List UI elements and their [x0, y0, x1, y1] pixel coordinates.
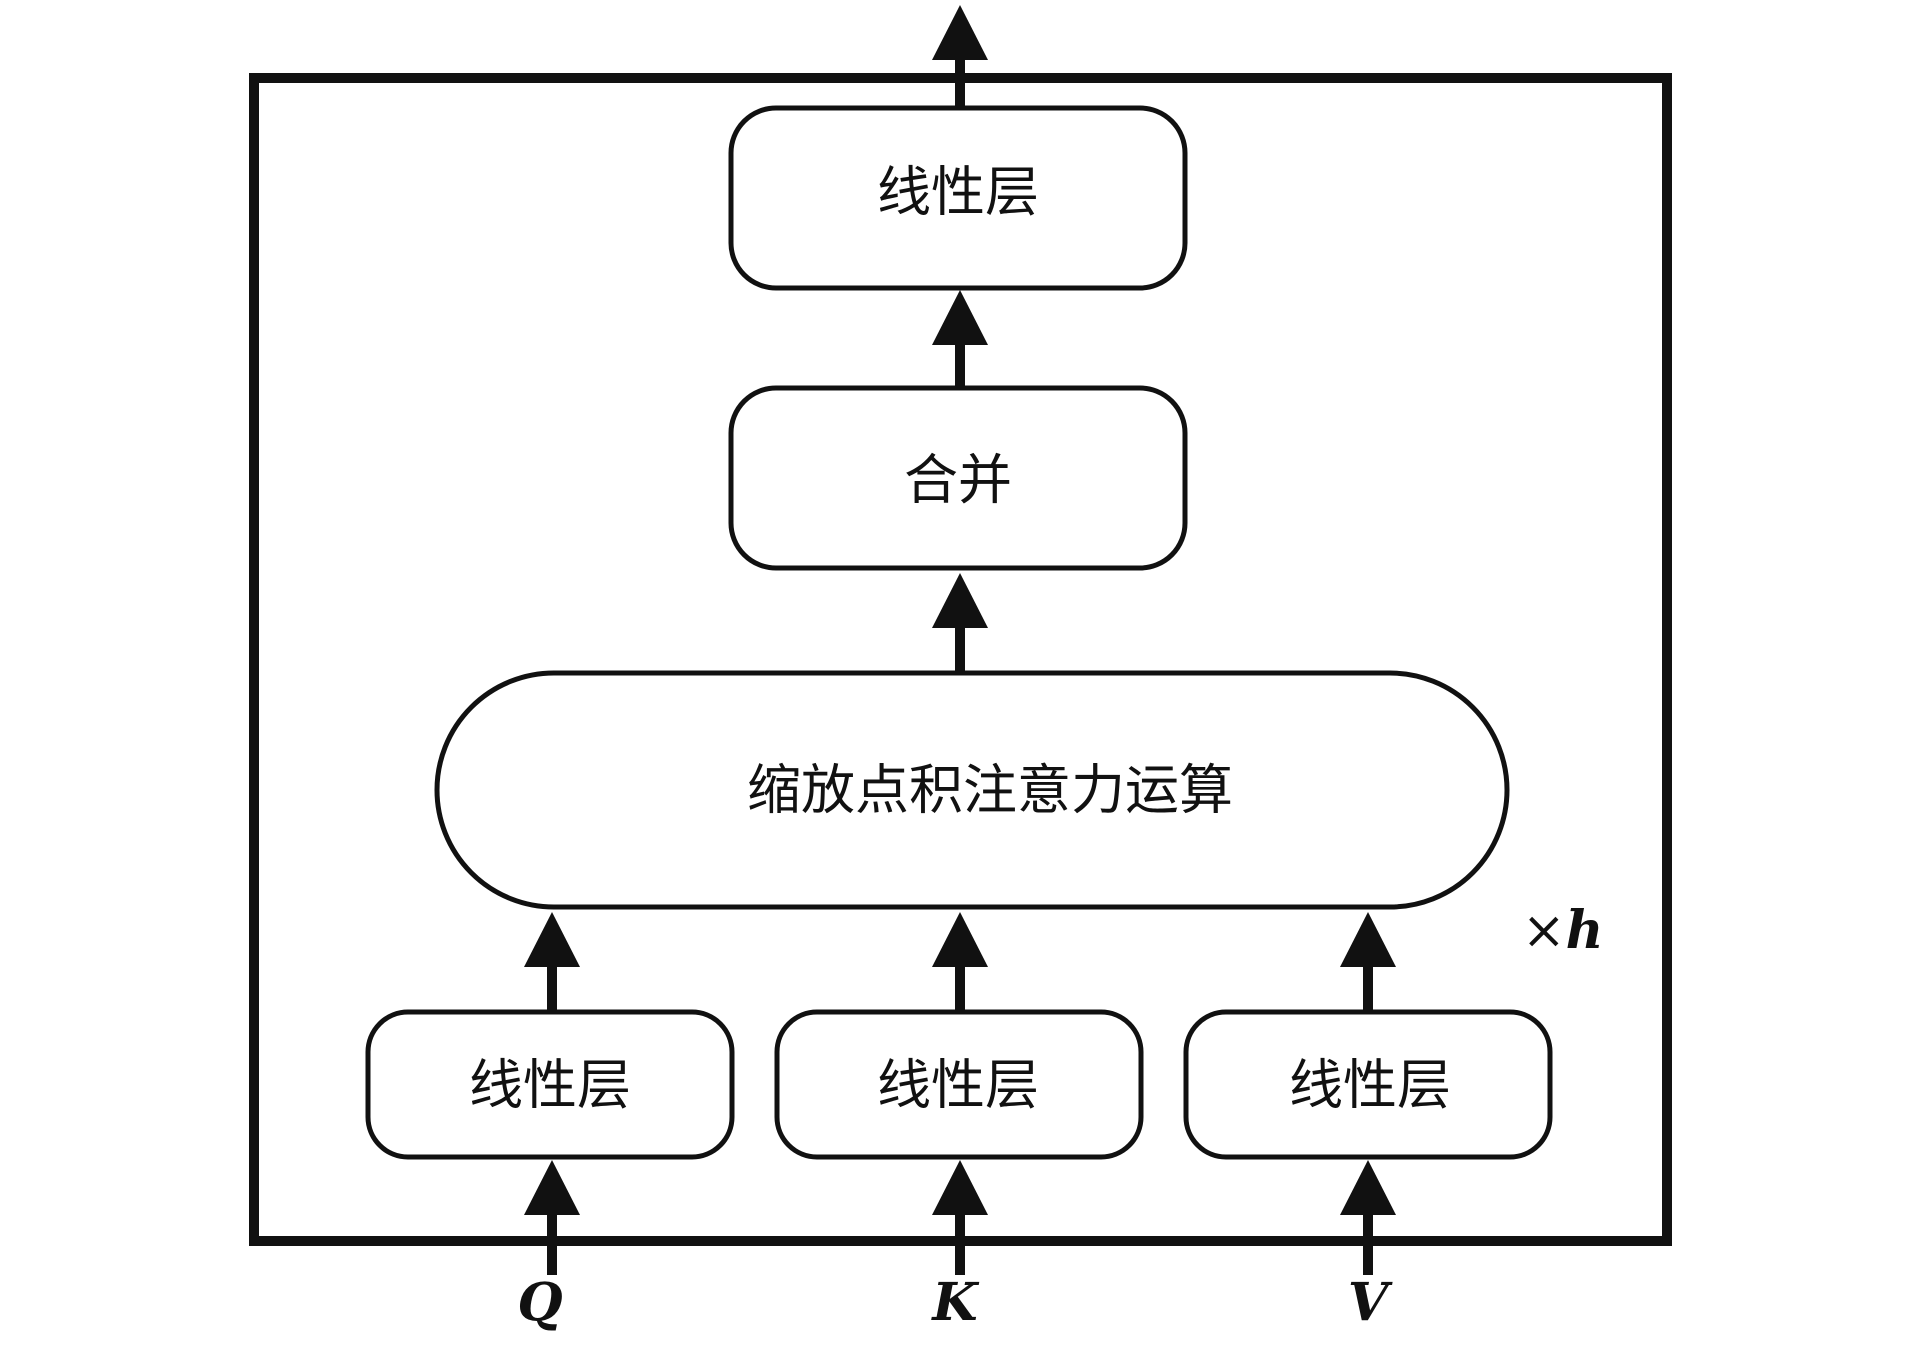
output-linear-label: 线性层 [877, 161, 1039, 224]
arrowhead-q-input [524, 1160, 580, 1215]
output-linear-box [728, 105, 1188, 291]
arrowhead-linear-k-to-attention [932, 912, 988, 967]
arrowhead-linear-v-to-attention [1340, 912, 1396, 967]
arrowhead-attention-to-concat [932, 573, 988, 628]
linear-q-label: 线性层 [469, 1054, 631, 1117]
repeat-times-symbol: × [1522, 901, 1566, 961]
repeat-marker: ×h [1522, 900, 1603, 961]
input-q-label: Q [517, 1272, 562, 1333]
concat-box [728, 385, 1188, 571]
arrowheads [524, 5, 1396, 1215]
arrowhead-concat-to-linear [932, 290, 988, 345]
linear-v-box [1183, 1009, 1553, 1160]
input-k-label: K [930, 1272, 979, 1333]
linear-k-box [774, 1009, 1144, 1160]
arrowhead-k-input [932, 1160, 988, 1215]
linear-k-label: 线性层 [877, 1054, 1039, 1117]
attention-label: 缩放点积注意力运算 [747, 759, 1233, 822]
arrows [547, 55, 1373, 1275]
linear-v-label: 线性层 [1289, 1054, 1451, 1117]
repeat-count: h [1566, 900, 1604, 961]
arrowhead-v-input [1340, 1160, 1396, 1215]
arrowhead-output [932, 5, 988, 60]
attention-box [434, 670, 1510, 910]
arrowhead-linear-q-to-attention [524, 912, 580, 967]
input-v-label: V [1348, 1272, 1393, 1333]
concat-label: 合并 [904, 449, 1012, 512]
boxes [365, 105, 1553, 1160]
linear-q-box [365, 1009, 735, 1160]
